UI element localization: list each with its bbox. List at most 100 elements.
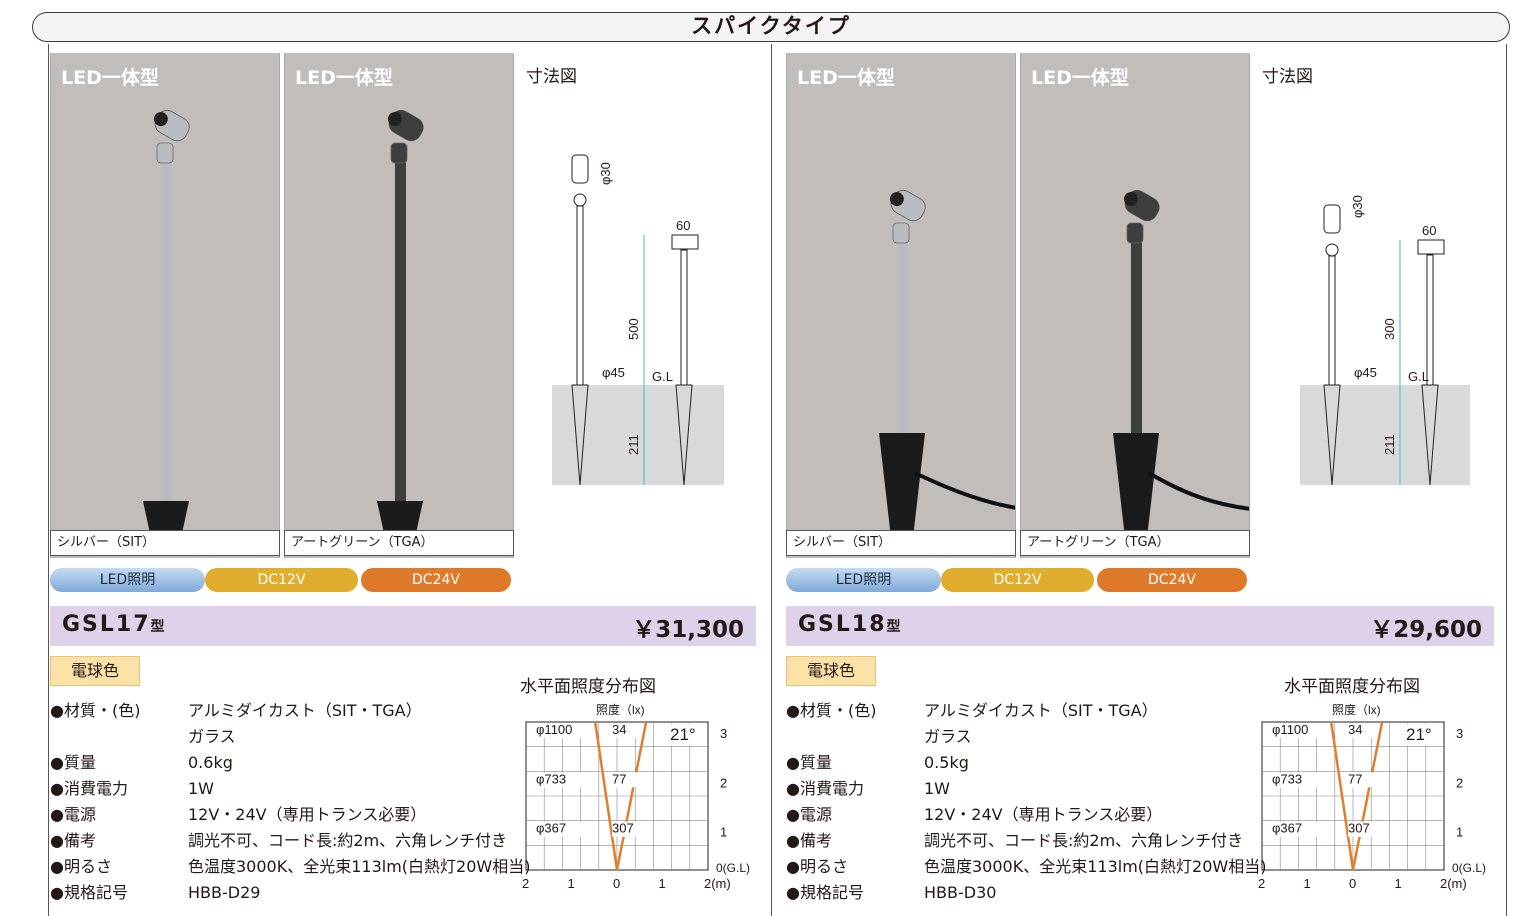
lux-label: 77 (1348, 771, 1362, 786)
spec-value: ガラス (188, 727, 236, 746)
divider-right (1506, 44, 1507, 916)
dimension-title: 寸法図 (1262, 67, 1313, 87)
spike-front (571, 384, 589, 486)
angle-box (666, 724, 706, 746)
model-name: GSL17型 (62, 612, 167, 637)
spec-key: ●電源 (786, 805, 832, 824)
x-tick-label: 0 (613, 876, 620, 891)
x-tick-label: 1 (568, 876, 575, 891)
beam-line-left (1329, 721, 1355, 871)
beam-line-left (593, 721, 619, 871)
diameter-label: φ1100 (1272, 722, 1308, 737)
x-tick-label: 2(m) (704, 876, 731, 891)
beam-line-right (615, 721, 648, 871)
spec-key: ●備考 (50, 831, 96, 850)
lux-label: 77 (612, 771, 626, 786)
lamp-head (387, 109, 424, 142)
spec-row: ●材質・(色)アルミダイカスト（SIT・TGA） (786, 698, 1256, 724)
pole-joint (1126, 222, 1144, 244)
dc24-pill: DC24V (361, 568, 511, 592)
x-tick-label: 2 (1258, 876, 1265, 891)
lux-label: 307 (612, 821, 634, 836)
spec-row: ●材質・(色)アルミダイカスト（SIT・TGA） (50, 698, 520, 724)
spec-value: 調光不可、コード長:約2m、六角レンチ付き (188, 831, 508, 850)
led-type-label: LED一体型 (1031, 67, 1129, 89)
diameter-label: φ1100 (536, 722, 572, 737)
spec-key: ●明るさ (50, 857, 112, 876)
spec-row: ガラス (50, 724, 520, 750)
x-tick-label: 1 (659, 876, 666, 891)
spec-key: ●質量 (786, 753, 832, 772)
spec-value: 12V・24V（専用トランス必要） (188, 805, 427, 824)
height-tick-label: 3 (1456, 726, 1463, 741)
model-code: GSL18 (798, 612, 887, 637)
lamp-head (889, 189, 926, 222)
joint-front (1325, 243, 1339, 257)
model-name: GSL18型 (798, 612, 903, 637)
spike-base (1113, 433, 1159, 533)
spec-value: アルミダイカスト（SIT・TGA） (188, 701, 422, 720)
ground-area (552, 385, 724, 485)
distribution-unit: 照度（lx) (596, 702, 645, 717)
spec-key: ●電源 (50, 805, 96, 824)
spike-base (377, 501, 423, 533)
x-tick-label: 2 (522, 876, 529, 891)
spec-row: ●備考調光不可、コード長:約2m、六角レンチ付き (786, 828, 1256, 854)
head-width-label: 60 (1422, 223, 1436, 238)
spec-row: ●明るさ色温度3000K、全光束113lm(白熱灯20W相当) (786, 854, 1266, 880)
diameter-label: φ733 (536, 771, 566, 786)
spike-depth-label: 211 (626, 434, 641, 455)
spec-row: ●電源 12V・24V（専用トランス必要） (50, 802, 520, 828)
spec-value: 1W (188, 779, 214, 798)
ground-level-label: G.L (1408, 369, 1429, 384)
spec-row: ガラス (786, 724, 1256, 750)
base-diameter-label: φ45 (1354, 365, 1377, 380)
spike-side (1421, 384, 1439, 486)
spec-key: ●規格記号 (50, 883, 128, 902)
color-caption: アートグリーン（TGA） (1020, 530, 1250, 556)
spec-key: ●備考 (786, 831, 832, 850)
beam-line-right (1351, 721, 1384, 871)
base-diameter-label: φ45 (602, 365, 625, 380)
color-caption: アートグリーン（TGA） (284, 530, 514, 556)
lamp-head (153, 109, 190, 142)
head-front (1323, 204, 1341, 234)
spec-key: ●質量 (50, 753, 96, 772)
spec-value: 0.5kg (924, 753, 969, 772)
spec-key: ●明るさ (786, 857, 848, 876)
power-cord (1147, 471, 1249, 511)
model-bar: GSL18型￥29,600 (786, 606, 1494, 646)
pole-side (680, 249, 688, 386)
head-diameter-label: φ30 (598, 162, 613, 185)
height-label: 300 (1382, 318, 1397, 340)
spec-value: 色温度3000K、全光束113lm(白熱灯20W相当) (188, 857, 531, 876)
lux-label: 307 (1348, 821, 1370, 836)
led-type-label: LED一体型 (295, 67, 393, 89)
price: ￥31,300 (632, 617, 744, 643)
section-banner: スパイクタイプ (32, 12, 1510, 42)
product-photo-artgreen: LED一体型 (284, 53, 514, 558)
distribution-unit: 照度（lx) (1332, 702, 1381, 717)
spec-value: アルミダイカスト（SIT・TGA） (924, 701, 1158, 720)
pole-front (576, 205, 584, 386)
spec-value: 1W (924, 779, 950, 798)
height-label: 500 (626, 318, 641, 340)
pole (1131, 231, 1142, 433)
x-tick-label: 2(m) (1440, 876, 1467, 891)
spike-base (143, 501, 189, 533)
dimension-title: 寸法図 (526, 67, 577, 87)
distribution-title: 水平面照度分布図 (520, 677, 656, 697)
pole (161, 151, 172, 501)
led-type-label: LED一体型 (797, 67, 895, 89)
lamp-head (1123, 189, 1160, 222)
head-front (571, 154, 589, 184)
spike-light-illustration (879, 189, 1015, 533)
height-tick-label: 2 (720, 775, 727, 790)
